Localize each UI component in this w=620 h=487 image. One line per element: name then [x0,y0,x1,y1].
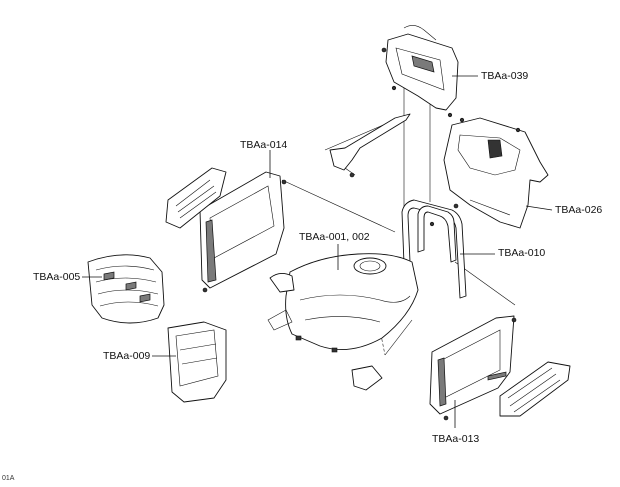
label-tbaa-009: TBAa-009 [103,350,151,362]
part-tbaa-026-engine-shroud [443,117,549,229]
label-tbaa-014: TBAa-014 [240,139,288,151]
label-tbaa-026: TBAa-026 [555,204,603,216]
label-tbaa-013: TBAa-013 [432,433,480,445]
part-tbaa-005-front-grille [87,254,165,324]
leader-lines [82,75,553,428]
part-right-grille-insert [487,361,571,417]
label-tbaa-039: TBAa-039 [481,70,529,82]
part-grille-insert [165,167,227,229]
part-support-arm [329,113,411,178]
part-tbaa-001-002-hood [267,253,419,391]
part-tbaa-014-left-side-panel [199,171,287,293]
part-tbaa-013-right-side-panel [429,315,517,421]
label-tbaa-010: TBAa-010 [498,247,546,259]
label-tbaa-001-002: TBAa-001, 002 [299,231,370,243]
part-tbaa-010-support-frame [401,199,467,299]
part-tbaa-039-rear-panel [381,25,459,118]
part-tbaa-009-bracket-frame [167,321,227,403]
label-tbaa-005: TBAa-005 [33,271,81,283]
figure-code: 01A [2,475,15,482]
